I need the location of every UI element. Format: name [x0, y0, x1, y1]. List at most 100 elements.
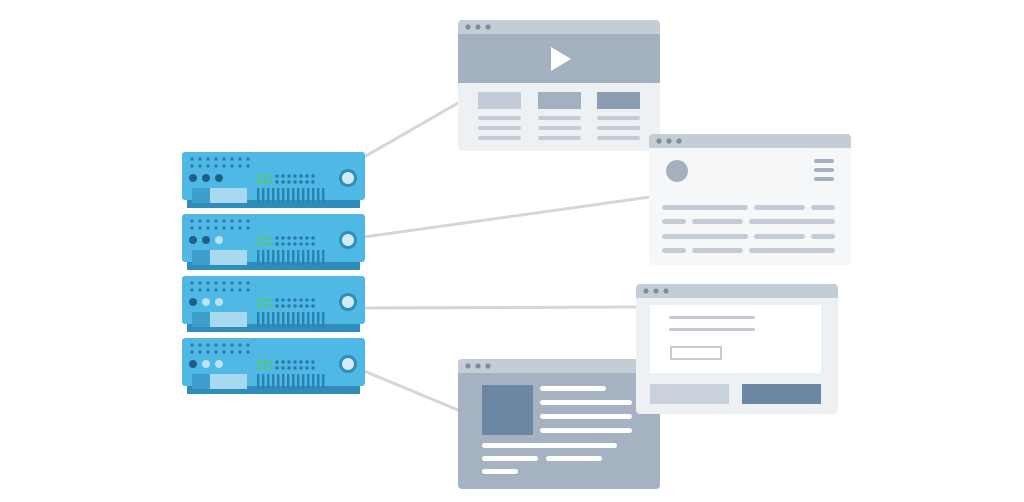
server-unit — [182, 338, 365, 394]
drive-bay-tab — [192, 188, 210, 203]
menu-bar — [814, 159, 834, 163]
vent-dot — [238, 164, 242, 168]
form-dialog-window — [636, 284, 838, 414]
vent-dot — [238, 343, 242, 347]
activity-led-icon — [293, 366, 297, 370]
window-dot-icon — [465, 24, 471, 30]
activity-led-icon — [311, 360, 315, 364]
play-icon — [551, 47, 571, 71]
vent-dot — [214, 350, 218, 354]
text-line — [546, 456, 602, 461]
text-line — [692, 219, 743, 224]
drive-bay-tab — [192, 312, 210, 327]
status-led-icon — [202, 360, 210, 368]
activity-led-icon — [263, 366, 267, 370]
vent-slat — [257, 250, 260, 265]
profile-text-lines — [662, 205, 835, 253]
window-title-bar — [649, 134, 851, 148]
text-line — [749, 219, 835, 224]
activity-led-icon — [275, 304, 279, 308]
activity-led-icon — [269, 366, 273, 370]
vent-slat — [302, 188, 305, 203]
vent-dot — [230, 343, 234, 347]
text-line — [540, 414, 632, 419]
vent-dot — [238, 226, 242, 230]
text-line — [692, 248, 743, 253]
activity-led-icon — [269, 298, 273, 302]
activity-led-icon — [257, 298, 261, 302]
vent-slat — [277, 312, 280, 327]
vent-slat — [292, 250, 295, 265]
activity-led-icon — [269, 360, 273, 364]
activity-led-icon — [257, 236, 261, 240]
vent-slat — [317, 250, 320, 265]
activity-led-icon — [293, 242, 297, 246]
vent-slat — [322, 250, 325, 265]
activity-led-icon — [305, 242, 309, 246]
vent-dot — [222, 226, 226, 230]
activity-led-icon — [281, 242, 285, 246]
vent-dot — [190, 343, 194, 347]
vent-dot — [246, 219, 250, 223]
vent-dot — [222, 219, 226, 223]
window-dot-icon — [485, 24, 491, 30]
power-knob-icon — [342, 358, 354, 370]
vent-slat — [307, 374, 310, 389]
vent-slat — [272, 250, 275, 265]
vent-dot — [230, 164, 234, 168]
text-line — [597, 126, 640, 130]
vent-dot — [190, 281, 194, 285]
activity-led-icon — [293, 180, 297, 184]
vent-dot — [238, 281, 242, 285]
activity-led-icon — [287, 180, 291, 184]
vent-dot — [214, 226, 218, 230]
status-led-icon — [202, 174, 210, 182]
form-input-field — [670, 346, 722, 360]
activity-led-icon — [263, 298, 267, 302]
vent-dot — [206, 164, 210, 168]
vent-slat — [312, 188, 315, 203]
vent-dot — [206, 288, 210, 292]
window-dot-icon — [653, 288, 659, 294]
vent-dot — [206, 226, 210, 230]
vent-dot — [238, 350, 242, 354]
vent-slat — [257, 374, 260, 389]
activity-led-icon — [287, 304, 291, 308]
vent-slat — [277, 250, 280, 265]
window-dot-icon — [475, 363, 481, 369]
vent-slat — [277, 188, 280, 203]
text-line — [662, 248, 686, 253]
window-dot-icon — [676, 138, 682, 144]
vent-slat — [297, 374, 300, 389]
activity-led-icon — [305, 304, 309, 308]
vent-slat — [262, 374, 265, 389]
vent-slat — [287, 188, 290, 203]
text-line — [478, 116, 521, 120]
vent-slat — [267, 374, 270, 389]
vent-dot — [206, 281, 210, 285]
activity-led-icon — [281, 174, 285, 178]
text-line — [540, 428, 632, 433]
activity-led-icon — [299, 304, 303, 308]
vent-dot — [206, 350, 210, 354]
activity-led-icon — [293, 174, 297, 178]
text-line — [540, 386, 606, 391]
vent-slat — [317, 312, 320, 327]
activity-led-icon — [281, 366, 285, 370]
activity-led-icon — [287, 174, 291, 178]
menu-bar — [814, 177, 834, 181]
server-base — [187, 386, 360, 394]
activity-led-icon — [275, 236, 279, 240]
text-line — [754, 234, 805, 239]
activity-led-icon — [281, 180, 285, 184]
vent-slat — [257, 312, 260, 327]
activity-led-icon — [305, 298, 309, 302]
vent-dot — [238, 157, 242, 161]
activity-led-icon — [299, 242, 303, 246]
connector-server-1-video-window — [362, 101, 460, 159]
activity-led-icon — [293, 298, 297, 302]
window-dot-icon — [475, 24, 481, 30]
vent-dot — [246, 226, 250, 230]
activity-led-icon — [275, 174, 279, 178]
